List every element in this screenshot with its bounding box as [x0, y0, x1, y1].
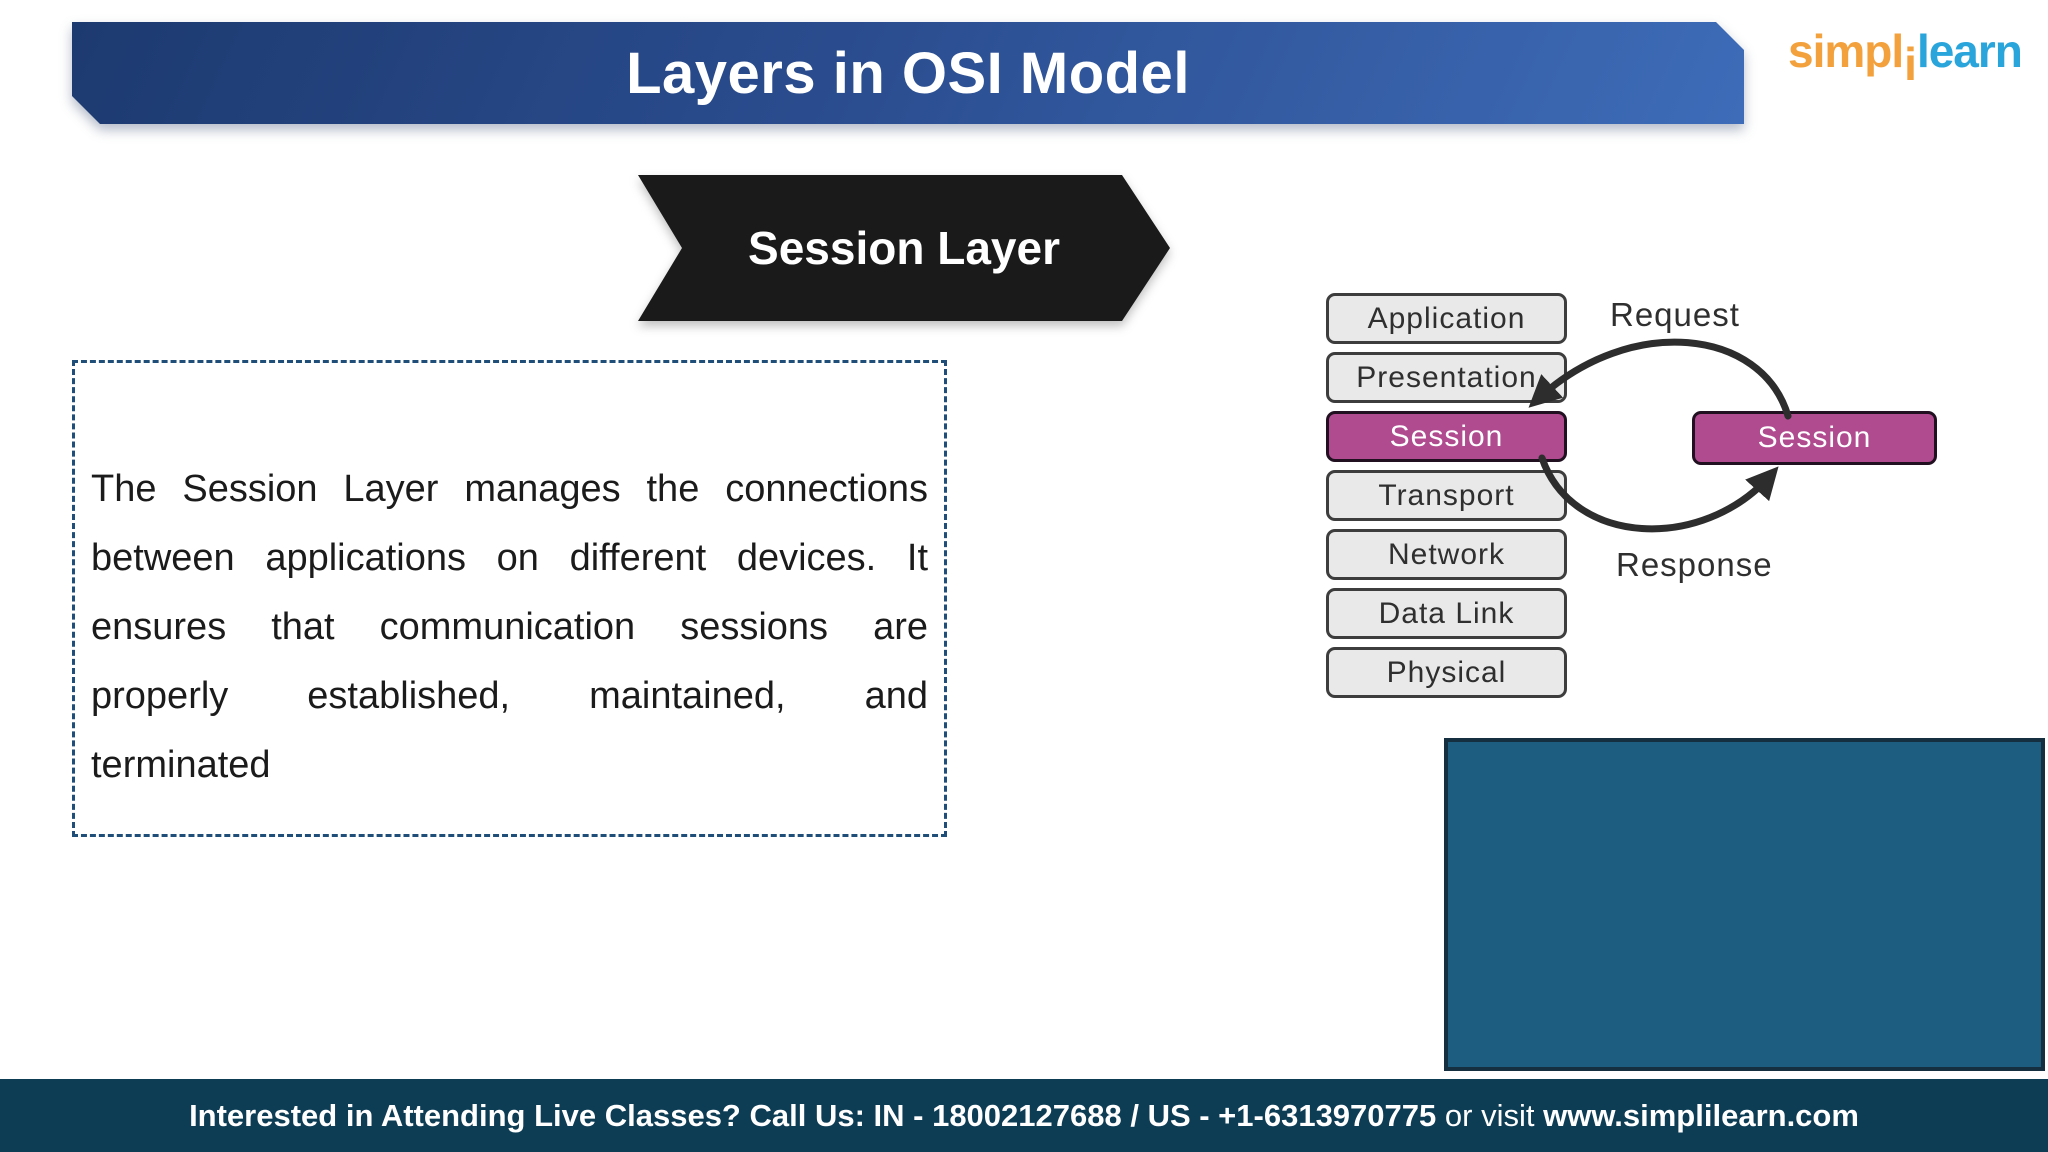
osi-layer-presentation: Presentation — [1326, 352, 1567, 403]
session-layer-ribbon-label: Session Layer — [748, 222, 1060, 274]
osi-layer-data-link: Data Link — [1326, 588, 1567, 639]
remote-session-box: Session — [1692, 411, 1937, 465]
description-line: terminated — [91, 744, 271, 786]
title-banner-shape: Layers in OSI Model — [72, 22, 1744, 124]
osi-layer-network: Network — [1326, 529, 1567, 580]
osi-layer-physical: Physical — [1326, 647, 1567, 698]
video-placeholder-panel — [1444, 738, 2045, 1071]
osi-layer-application: Application — [1326, 293, 1567, 344]
logo-text-learn: learn — [1916, 25, 2023, 77]
description-line: ensures that communication sessions are — [91, 606, 928, 648]
request-label: Request — [1610, 296, 1740, 333]
osi-layer-stack: Application Presentation Session Transpo… — [1326, 293, 1567, 698]
session-layer-ribbon: Session Layer — [638, 175, 1170, 321]
logo-text-simpl: simpl — [1788, 25, 1904, 77]
page-title: Layers in OSI Model — [626, 40, 1190, 106]
footer-url: www.simplilearn.com — [1543, 1097, 1859, 1133]
simplilearn-logo: simplilearn — [1788, 24, 2023, 90]
footer-bar: Interested in Attending Live Classes? Ca… — [0, 1079, 2048, 1152]
session-layer-ribbon-shape: Session Layer — [638, 175, 1170, 321]
description-line: between applications on different device… — [91, 537, 928, 579]
footer-phone-numbers: IN - 18002127688 / US - +1-6313970775 — [873, 1097, 1437, 1133]
footer-prefix: Interested in Attending Live Classes? Ca… — [189, 1097, 865, 1133]
title-banner: Layers in OSI Model — [72, 22, 1744, 124]
footer-connector: or visit — [1444, 1097, 1535, 1133]
description-line: properly established, maintained, and — [91, 675, 928, 717]
request-arrow — [1528, 338, 1792, 420]
description-line: The Session Layer manages the connection… — [91, 468, 928, 510]
description-panel: The Session Layer manages the connection… — [72, 360, 947, 837]
osi-layer-transport: Transport — [1326, 470, 1567, 521]
osi-layer-session: Session — [1326, 411, 1567, 462]
response-label: Response — [1616, 546, 1773, 583]
response-arrow — [1538, 454, 1779, 533]
logo-dropped-i: i — [1904, 38, 1917, 90]
